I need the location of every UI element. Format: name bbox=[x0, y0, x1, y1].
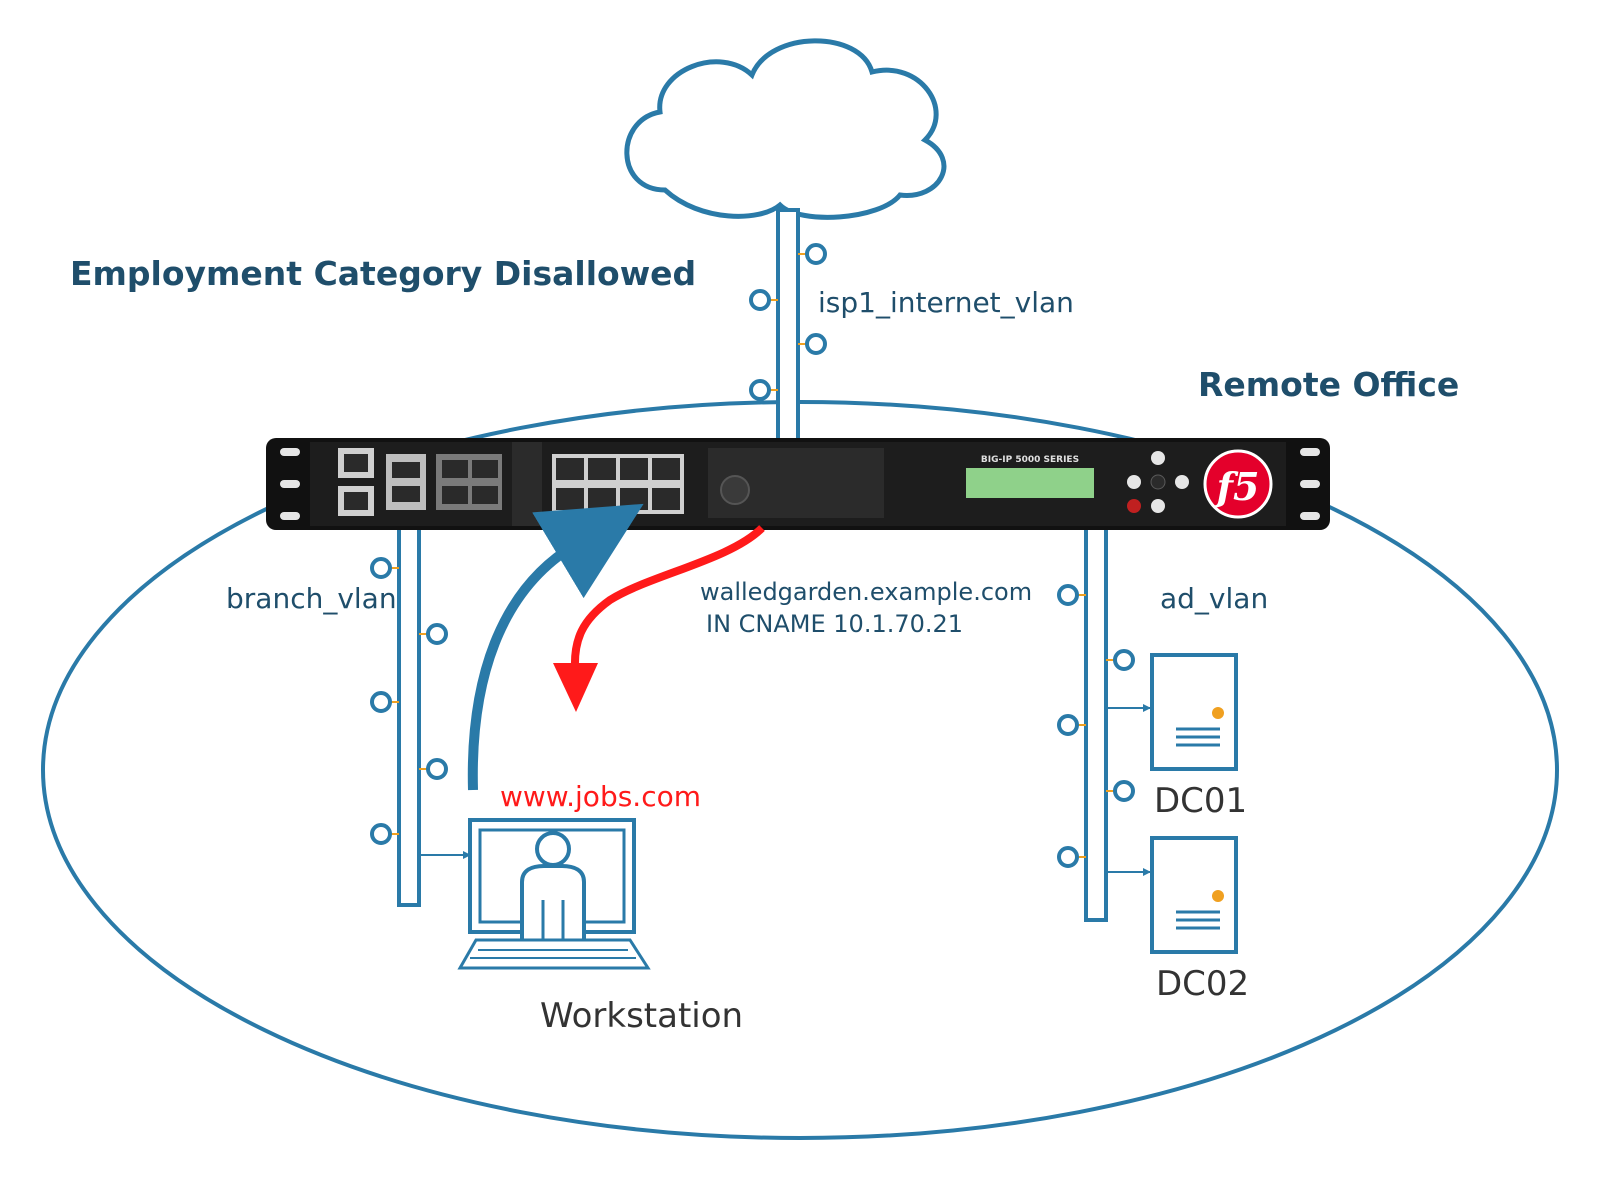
svg-text:f5: f5 bbox=[1214, 464, 1260, 509]
cloud-icon bbox=[624, 38, 947, 220]
response-arrow-head bbox=[553, 663, 598, 712]
dns-response-line1: walledgarden.example.com bbox=[700, 578, 1032, 606]
site-label: Remote Office bbox=[1198, 365, 1459, 404]
branch-vlan-taps bbox=[370, 557, 448, 845]
f5-logo bbox=[1203, 449, 1273, 519]
user-workstation-icon bbox=[457, 818, 651, 970]
isp1-internet-vlan-bar bbox=[776, 208, 800, 442]
ad-vlan-taps bbox=[1057, 584, 1135, 868]
bigip-appliance-icon: BIG-IP 5000 SERIES f5 bbox=[266, 438, 1330, 530]
branch-vlan-label: branch_vlan bbox=[226, 582, 397, 615]
ad-vlan-label: ad_vlan bbox=[1160, 582, 1268, 615]
dc01-label: DC01 bbox=[1154, 781, 1247, 821]
response-arrow bbox=[570, 525, 765, 669]
dc02-label: DC02 bbox=[1156, 964, 1249, 1004]
internet-vlan-taps bbox=[749, 243, 827, 401]
workstation-label: Workstation bbox=[540, 996, 743, 1036]
appliance-model-label: BIG-IP 5000 SERIES bbox=[981, 455, 1079, 465]
dns-response-line2: IN CNAME 10.1.70.21 bbox=[706, 610, 963, 638]
branch-vlan-bar bbox=[397, 518, 421, 907]
request-arrow bbox=[467, 503, 644, 791]
isp1-internet-vlan-label: isp1_internet_vlan bbox=[818, 286, 1074, 319]
ad-vlan-bar bbox=[1084, 518, 1108, 922]
server-icon bbox=[1150, 836, 1238, 954]
diagram-title: Employment Category Disallowed bbox=[70, 254, 696, 293]
server-icon bbox=[1150, 653, 1238, 771]
request-url-label: www.jobs.com bbox=[500, 780, 701, 813]
appliance-lcd bbox=[966, 468, 1094, 498]
